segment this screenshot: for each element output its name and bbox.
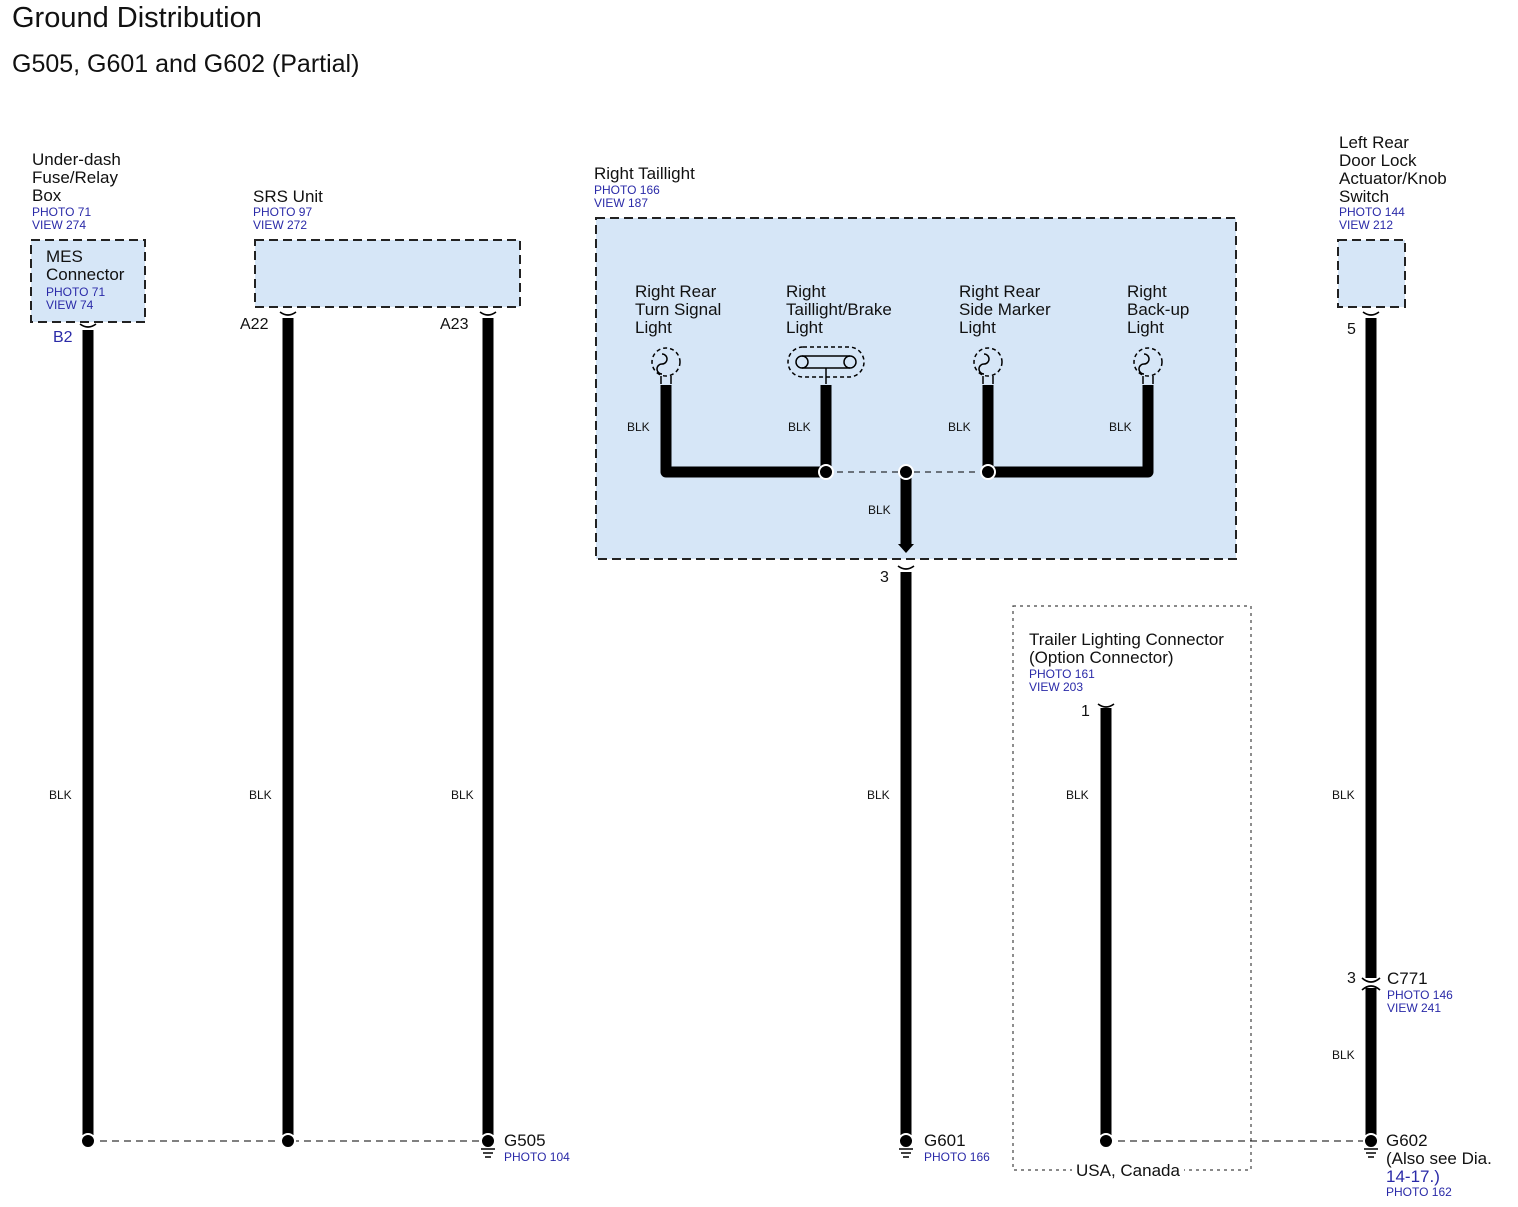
terminal-a22 [279,311,297,316]
splice-center [898,464,914,480]
mes-connector-label: MES Connector [46,247,125,284]
right-taillight-refs[interactable]: PHOTO 166 VIEW 187 [594,183,660,210]
g602-diagram-link[interactable]: 14-17.) [1386,1167,1440,1186]
terminal-c771-top [1361,977,1381,983]
turn-signal-bulb-icon [651,347,681,384]
pin-a22: A22 [240,316,269,333]
fuse-box-refs[interactable]: PHOTO 71 VIEW 274 [32,205,92,232]
wire-color-trailer: BLK [1066,788,1089,802]
g602-label: G602 [1386,1131,1428,1150]
pin-a23: A23 [440,316,469,333]
wire-turn-to-brake [660,385,832,478]
door-lock-switch-label: Left Rear Door Lock Actuator/Knob Switch [1339,133,1447,206]
door-lock-switch-refs[interactable]: PHOTO 144 VIEW 212 [1339,205,1405,232]
bulb-label-taillight-brake: Right Taillight/Brake Light [786,282,892,337]
right-taillight-label: Right Taillight [594,164,695,183]
g602-note: (Also see Dia. [1386,1149,1492,1168]
wire-color-taillight-main: BLK [868,503,891,517]
node-g602 [1363,1133,1379,1149]
g505-refs[interactable]: PHOTO 104 [504,1150,570,1164]
g602-refs[interactable]: PHOTO 162 [1386,1185,1452,1199]
node-g601 [898,1133,914,1149]
g601-ground-icon [898,1148,914,1158]
terminal-door-lock-5 [1362,311,1380,316]
wire-color-g601: BLK [867,788,890,802]
right-taillight-box [595,217,1237,560]
srs-unit-label: SRS Unit [253,187,323,206]
wire-color-a23: BLK [451,788,474,802]
terminal-b2 [79,323,97,328]
wire-color-backup: BLK [1109,420,1132,434]
terminal-c771-bottom [1361,985,1381,991]
backup-bulb-icon [1133,347,1163,384]
page-subtitle: G505, G601 and G602 (Partial) [12,50,360,78]
side-marker-bulb-icon [973,347,1003,384]
trailer-connector-refs[interactable]: PHOTO 161 VIEW 203 [1029,667,1095,694]
door-lock-switch-box [1337,239,1406,308]
wire-marker-to-backup [982,385,1154,478]
terminal-taillight-3 [897,565,915,570]
wire-color-marker: BLK [948,420,971,434]
node-g505 [480,1133,496,1149]
wire-color-brake: BLK [788,420,811,434]
pin-b2: B2 [53,329,73,346]
terminal-a23 [479,311,497,316]
node-a22-ground [280,1133,296,1149]
g505-label: G505 [504,1131,546,1150]
taillight-brake-bulb-icon [787,346,865,384]
g602-ground-icon [1363,1148,1379,1158]
c771-refs[interactable]: PHOTO 146 VIEW 241 [1387,988,1453,1015]
trailer-connector-label: Trailer Lighting Connector (Option Conne… [1029,630,1224,667]
srs-unit-box [254,239,521,308]
wire-color-turn: BLK [627,420,650,434]
g505-ground-icon [480,1148,496,1158]
wire-color-a22: BLK [249,788,272,802]
terminal-trailer-1 [1097,703,1115,708]
g601-refs[interactable]: PHOTO 166 [924,1150,990,1164]
trailer-option-box [1012,605,1252,1171]
splice-marker [980,464,996,480]
page-title: Ground Distribution [12,2,262,34]
arrow-to-pin3 [898,544,914,553]
bulb-label-turn-signal: Right Rear Turn Signal Light [635,282,722,337]
trailer-region-note: USA, Canada [1072,1162,1184,1180]
pin-trailer-1: 1 [1081,703,1090,720]
mes-connector-refs[interactable]: PHOTO 71 VIEW 74 [46,285,106,312]
fuse-box-label: Under-dash Fuse/Relay Box [32,150,121,205]
node-b2-ground [80,1133,96,1149]
wire-color-b2: BLK [49,788,72,802]
c771-label: C771 [1387,969,1428,988]
bulb-label-backup: Right Back-up Light [1127,282,1190,337]
wire-color-door-lock: BLK [1332,788,1355,802]
node-trailer-ground [1098,1133,1114,1149]
wire-color-c771: BLK [1332,1048,1355,1062]
splice-brake [818,464,834,480]
mes-connector-box [30,239,146,323]
pin-taillight-3: 3 [880,569,889,586]
srs-unit-refs[interactable]: PHOTO 97 VIEW 272 [253,205,313,232]
bulb-label-side-marker: Right Rear Side Marker Light [959,282,1051,337]
pin-c771-3: 3 [1347,970,1356,987]
pin-door-lock-5: 5 [1347,321,1356,338]
g601-label: G601 [924,1131,966,1150]
